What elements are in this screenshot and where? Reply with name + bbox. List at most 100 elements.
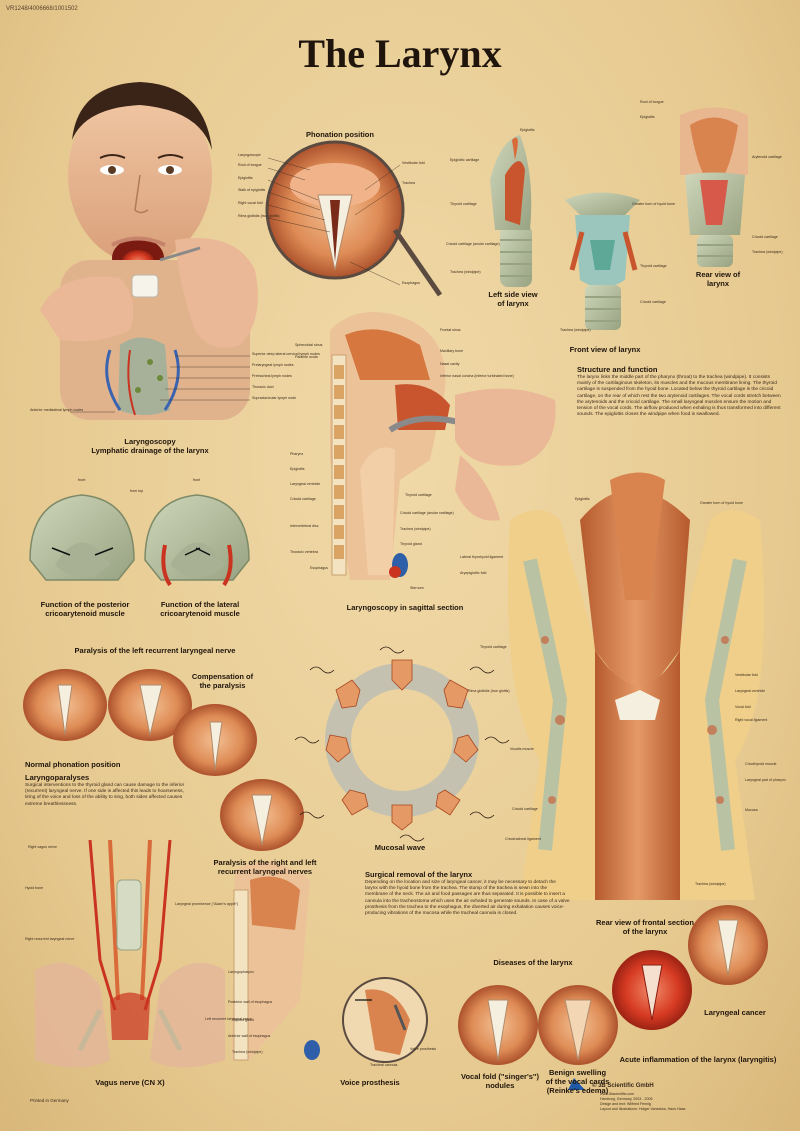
caption-diseases: Diseases of the larynx: [493, 958, 573, 967]
publisher-line-4: Layout and Illustrations: Holger Vanselo…: [600, 1107, 686, 1111]
label: Frontal sinus: [440, 328, 461, 332]
label: Epiglottic cartilage: [450, 158, 480, 162]
caption-voice: Voice prosthesis: [340, 1078, 400, 1087]
label: Epiglottis: [520, 128, 535, 132]
label: Greater horn of hyoid bone: [632, 202, 675, 206]
caption-benign: Benign swelling of the vocal cards (Rein…: [545, 1068, 610, 1095]
label: Maxillary bone: [440, 349, 464, 353]
publisher-line-3: Design and text: Wilfried Fennig: [600, 1102, 651, 1106]
caption-mucosal: Mucosal wave: [374, 843, 426, 852]
label: Laryngeal ventricle: [735, 689, 766, 693]
label: Trachea (windpipe): [695, 882, 726, 886]
label: Left recurrent laryngeal nerve: [205, 1017, 252, 1021]
label: Stalk of epiglottis: [238, 188, 266, 192]
label: Arytenoid cartilage: [752, 155, 782, 159]
label: Pretracheal lymph nodes: [252, 374, 292, 378]
label: Trachea (windpipe): [450, 270, 481, 274]
rear-view-illustration: [680, 107, 748, 267]
phonation-illustration: [265, 140, 443, 297]
label: Aryepiglottic fold: [460, 571, 487, 575]
label: Cricoid cartilage: [290, 497, 316, 501]
caption-front-view: Front view of larynx: [569, 345, 641, 354]
label: Anterior mediastinal lymph nodes: [30, 408, 84, 412]
label: Right vocal ligament: [735, 718, 768, 722]
label: Thyroid cartilage: [480, 645, 507, 649]
label: Thyroid cartilage: [640, 264, 667, 268]
label: Thoracic duct: [252, 385, 274, 389]
label: Trachea (windpipe): [752, 250, 783, 254]
caption-vagus: Vagus nerve (CN X): [95, 1078, 165, 1087]
label: front: [78, 478, 86, 482]
label: Tracheal cannula: [370, 1063, 398, 1067]
label: Root of tongue: [640, 100, 664, 104]
diseases-illustrations: [458, 905, 768, 1090]
label: Epiglottis: [290, 467, 305, 471]
caption-sagittal: Laryngoscopy in sagittal section: [346, 603, 464, 612]
label: Rima glottidis (true glottis): [468, 689, 510, 693]
label: Trachea: [402, 181, 416, 185]
label: Sternum: [410, 586, 424, 590]
label: Thyroid cartilage: [405, 493, 432, 497]
label: Right vocal fold: [238, 201, 263, 205]
publisher: © 3B Scientific GmbH: [592, 1083, 654, 1089]
label: Laryngoscope: [238, 153, 261, 157]
label: Cricoid cartilage (anular cartilage): [400, 511, 454, 515]
label: Superior deep lateral cervical lymph nod…: [252, 352, 320, 356]
laryngoparalyses-body: Surgical interventions to the thyroid gl…: [25, 783, 185, 807]
left-side-view-illustration: [490, 135, 532, 287]
label: Esophagus: [402, 281, 420, 285]
label: Sphenoidal sinus: [295, 343, 323, 347]
label: Lateral thyrohyoid ligament: [460, 555, 504, 559]
label: Inferior nasal concha (inferior turbinat…: [440, 374, 514, 378]
label: Trachea (windpipe): [560, 328, 591, 332]
label: Trachea (windpipe): [400, 527, 431, 531]
laryngoscopy-illustration: [40, 82, 258, 420]
mucosal-wave-illustration: [294, 646, 510, 842]
label: Hyoid bone: [25, 886, 44, 890]
frontal-section-illustration: [508, 472, 765, 900]
caption-left-side: Left side view of larynx: [488, 290, 538, 308]
label: Laryngeal ventricle: [290, 482, 321, 486]
caption-paralysis-left: Paralysis of the left recurrent laryngea…: [74, 646, 236, 655]
publisher-line-2: Hamburg, Germany, 2003 - 2005: [600, 1097, 653, 1101]
label: Vestibular fold: [402, 161, 425, 165]
label: Rima glottidis (true glottis): [238, 214, 280, 218]
laryngoparalyses-title: Laryngoparalyses: [25, 773, 90, 782]
caption-paralysis-rl: Paralysis of the right and left recurren…: [213, 858, 317, 876]
caption-nodules: Vocal fold ("singer's") nodules: [461, 1072, 539, 1090]
label: Esophagus: [310, 566, 328, 570]
label: Pharynx: [290, 452, 304, 456]
label: Laryngeal part of pharynx: [745, 778, 786, 782]
voice-prosthesis-illustration: [232, 862, 428, 1063]
label: front: [193, 478, 201, 482]
caption-acute: Acute inflammation of the larynx (laryng…: [619, 1055, 777, 1064]
caption-normal: Normal phonation position: [25, 760, 121, 769]
caption-rear-view: Rear view of larynx: [695, 270, 741, 288]
catalog-code: VR1248/4006668/1001502: [6, 6, 78, 12]
label: Greater horn of hyoid bone: [700, 501, 743, 505]
label: Thyroid gland: [232, 1018, 254, 1022]
publisher-line-1: www.3bscientific.com: [600, 1092, 635, 1096]
surgical-title: Surgical removal of the larynx: [365, 870, 473, 879]
caption-phonation: Phonation position: [306, 130, 374, 139]
label: Palatine uvula: [295, 355, 318, 359]
label: Posterior wall of esophagus: [228, 1000, 273, 1004]
label: Right vagus nerve: [28, 845, 57, 849]
label: Supraclavicular lymph node: [252, 396, 297, 400]
page-title: The Larynx: [298, 31, 502, 76]
caption-posterior: Function of the posterior cricoarytenoid…: [40, 600, 130, 618]
label: Anterior wall of esophagus: [228, 1034, 271, 1038]
label: Right recurrent laryngeal nerve: [25, 937, 75, 941]
caption-laryngeal-cancer: Laryngeal cancer: [704, 1008, 766, 1017]
vagus-illustration: [35, 839, 225, 1068]
label: Intervertebral disc: [290, 524, 319, 528]
label: Valve prosthesis: [410, 1047, 437, 1051]
label: Cricothyroid muscle: [745, 762, 777, 766]
label: Prelaryngeal lymph nodes: [252, 363, 294, 367]
label: Cricoid cartilage (anular cartilage): [446, 242, 500, 246]
label: Trachea (windpipe): [232, 1050, 263, 1054]
label: Vestibular fold: [735, 673, 758, 677]
label: Mucosa: [745, 808, 758, 812]
